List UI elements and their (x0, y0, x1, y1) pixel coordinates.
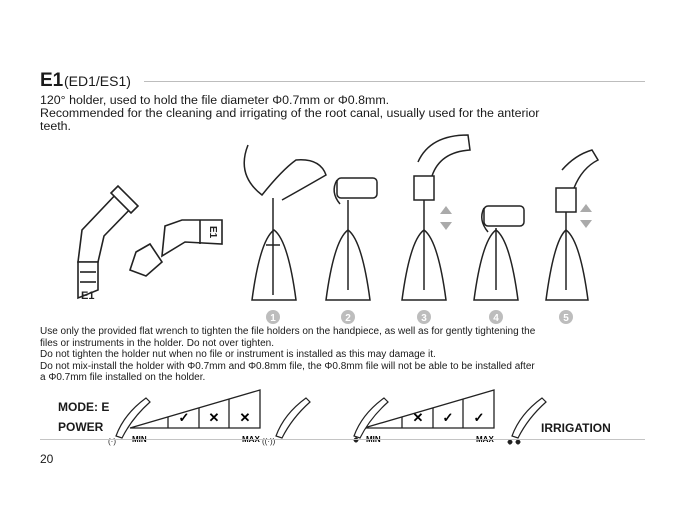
step-number: 2 (345, 313, 351, 324)
step-number: 4 (493, 313, 499, 324)
step-5-illustration (545, 149, 600, 301)
description-line: 120° holder, used to hold the file diame… (40, 93, 390, 107)
power-label: POWER (58, 420, 104, 434)
description-line: Recommended for the cleaning and irrigat… (40, 106, 540, 120)
irrigation-mark: ✕ (413, 410, 424, 425)
holder-code: E1 (40, 70, 64, 91)
power-setting-chart (129, 389, 261, 429)
description-line: teeth. (40, 119, 72, 133)
footer-divider (40, 439, 645, 440)
step-number: 3 (421, 313, 427, 324)
step-4-illustration (473, 205, 525, 301)
power-mark: ✓ (179, 410, 190, 425)
handpiece-high-power-icon: ((·)) (262, 397, 311, 446)
vibration-arrow-icon (440, 206, 452, 230)
holder-variants: (ED1/ES1) (64, 73, 131, 89)
svg-text:((·)): ((·)) (262, 437, 276, 446)
power-mark: ✕ (209, 410, 220, 425)
irrigation-mark: ✓ (474, 410, 485, 425)
e1-angled-tip-illustration: E1 (128, 219, 223, 277)
description: 120° holder, used to hold the file diame… (40, 94, 640, 133)
handpiece-low-power-icon: (·) (108, 397, 151, 446)
water-drop-high-icon (507, 397, 547, 445)
vibration-arrow-icon (580, 204, 592, 228)
step-1-illustration (243, 144, 327, 301)
warning-line: Use only the provided flat wrench to tig… (40, 326, 536, 337)
mode-label: MODE: E (58, 400, 110, 414)
svg-text:(·): (·) (108, 437, 116, 446)
step-number: 5 (563, 313, 569, 324)
tip-label: E1 (207, 226, 218, 239)
warning-line: files or instruments in the holder. Do n… (40, 337, 275, 349)
step-number-badges: 1 2 3 4 5 (266, 310, 573, 324)
step-3-illustration (401, 134, 471, 301)
procedure-illustration: E1 E1 (77, 134, 600, 324)
irrigation-setting-chart (363, 389, 495, 429)
step-2-illustration (325, 177, 378, 301)
irrigation-label: IRRIGATION (541, 421, 611, 435)
title-divider (144, 81, 645, 82)
e1-tip-illustration: E1 (77, 184, 140, 302)
mode-settings-diagram: ✓ ✕ ✕ MIN MAX (·) ((·)) ✕ ✓ ✓ MIN MAX (108, 389, 547, 446)
warning-line: Do not mix-install the holder with Φ0.7m… (40, 360, 535, 372)
warning-line: a Φ0.7mm file installed on the holder. (40, 372, 206, 384)
section-title: E1 (ED1/ES1) (40, 70, 645, 92)
irrigation-mark: ✓ (443, 410, 454, 425)
page-number: 20 (40, 452, 54, 466)
tip-label: E1 (81, 290, 94, 302)
usage-warnings: Use only the provided flat wrench to tig… (40, 326, 650, 384)
warning-line: Do not tighten the holder nut when no fi… (40, 349, 436, 361)
power-mark: ✕ (240, 410, 251, 425)
step-number: 1 (270, 313, 276, 324)
